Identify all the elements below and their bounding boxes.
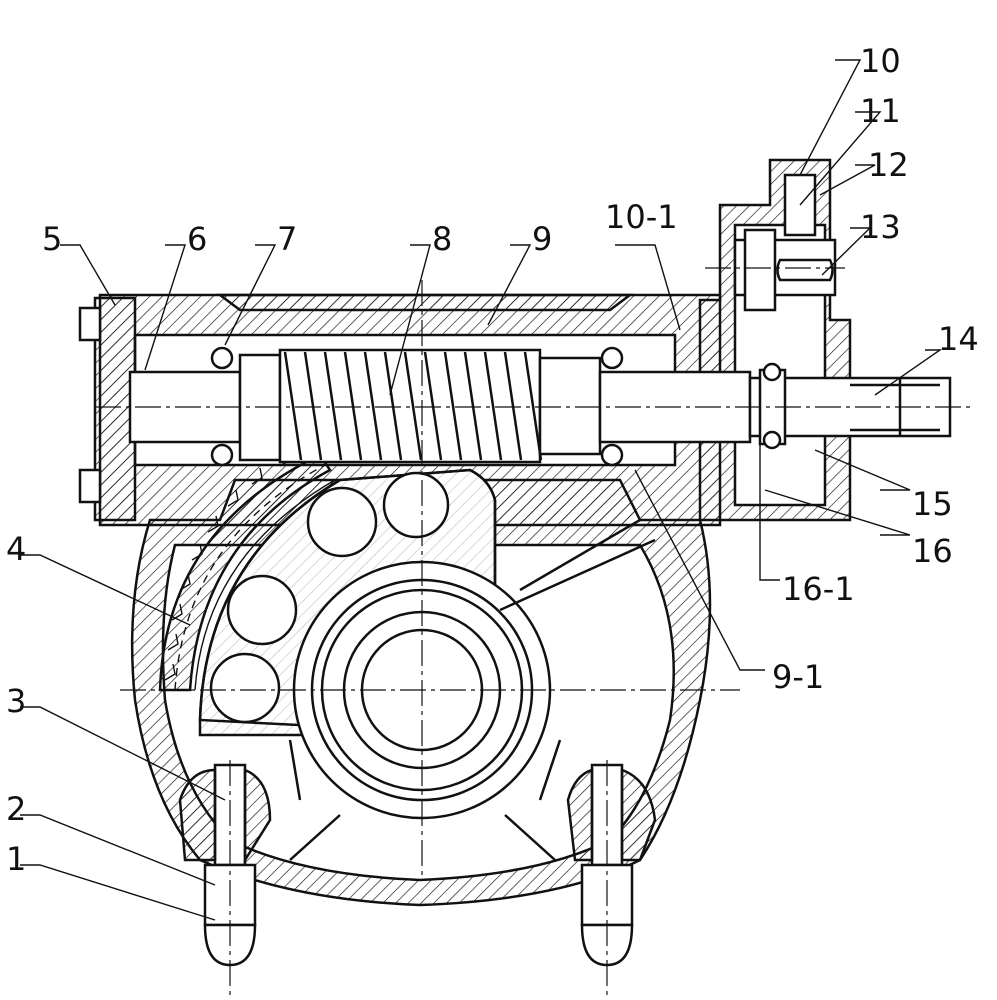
label-14: 14	[938, 320, 979, 358]
leader-lines	[20, 59, 943, 921]
label-9-1: 9-1	[772, 658, 824, 696]
label-9: 9	[532, 220, 552, 258]
label-6: 6	[187, 220, 207, 258]
label-16-1: 16-1	[782, 570, 855, 608]
label-7: 7	[277, 220, 297, 258]
label-3: 3	[6, 682, 26, 720]
housing-ribs	[288, 518, 656, 861]
label-16: 16	[912, 532, 953, 570]
label-11: 11	[860, 92, 901, 130]
label-5: 5	[42, 220, 62, 258]
label-13: 13	[860, 208, 901, 246]
label-15: 15	[912, 485, 953, 523]
label-10: 10	[860, 42, 901, 80]
center-lines	[95, 267, 975, 995]
left-bolts	[78, 306, 102, 504]
label-4: 4	[6, 530, 26, 568]
label-12: 12	[868, 146, 909, 184]
label-10-1: 10-1	[605, 198, 678, 236]
label-2: 2	[6, 790, 26, 828]
label-1: 1	[6, 840, 26, 878]
label-8: 8	[432, 220, 452, 258]
part-labels: 1 2 3 4 5 6 7 8 9 9-1 10 10-1 11 12 13 1…	[6, 42, 979, 878]
